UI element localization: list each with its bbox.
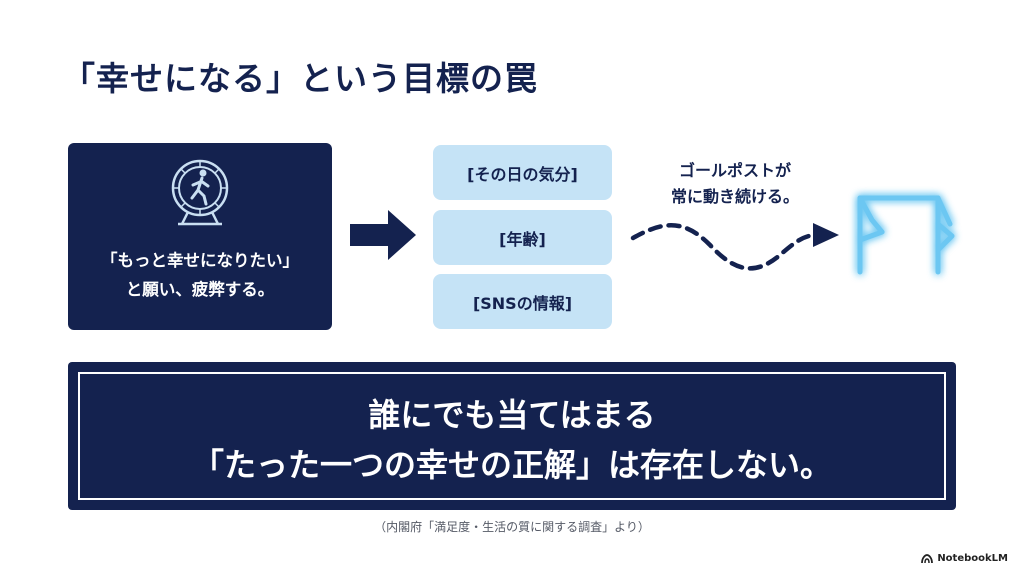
goalpost-icon	[857, 195, 955, 275]
goalpost-caption: ゴールポストが 常に動き続ける。	[642, 158, 828, 210]
card-text-line1: 「もっと幸せになりたい」	[101, 251, 299, 270]
factor-sns: [SNSの情報]	[433, 274, 612, 329]
conclusion-banner: 誰にでも当てはまる 「たった一つの幸せの正解」は存在しない。	[68, 362, 956, 510]
goalpost-line1: ゴールポストが	[678, 161, 791, 180]
hamster-wheel-card: 「もっと幸せになりたい」 と願い、疲弊する。	[68, 143, 332, 330]
banner-line2: 「たった一つの幸せの正解」は存在しない。	[191, 446, 832, 484]
notebooklm-logo-icon	[921, 553, 934, 563]
hamster-wheel-runner-icon	[171, 159, 229, 226]
right-arrow-icon	[350, 210, 416, 260]
slide-title: 「幸せになる」という目標の罠	[62, 59, 538, 98]
banner-line1: 誰にでも当てはまる	[368, 396, 656, 434]
wavy-dashed-arrow-icon	[630, 223, 839, 271]
brand-label: NotebookLM	[937, 553, 1008, 564]
source-citation: （内閣府「満足度・生活の質に関する調査」より）	[374, 520, 650, 534]
factor-age: [年齢]	[433, 210, 612, 265]
factor-mood: [その日の気分]	[433, 145, 612, 200]
goalpost-line2: 常に動き続ける。	[670, 187, 799, 206]
banner-border	[78, 372, 946, 500]
brand-mark: NotebookLM	[921, 553, 1008, 564]
card-text-line2: と願い、疲弊する。	[125, 280, 275, 299]
